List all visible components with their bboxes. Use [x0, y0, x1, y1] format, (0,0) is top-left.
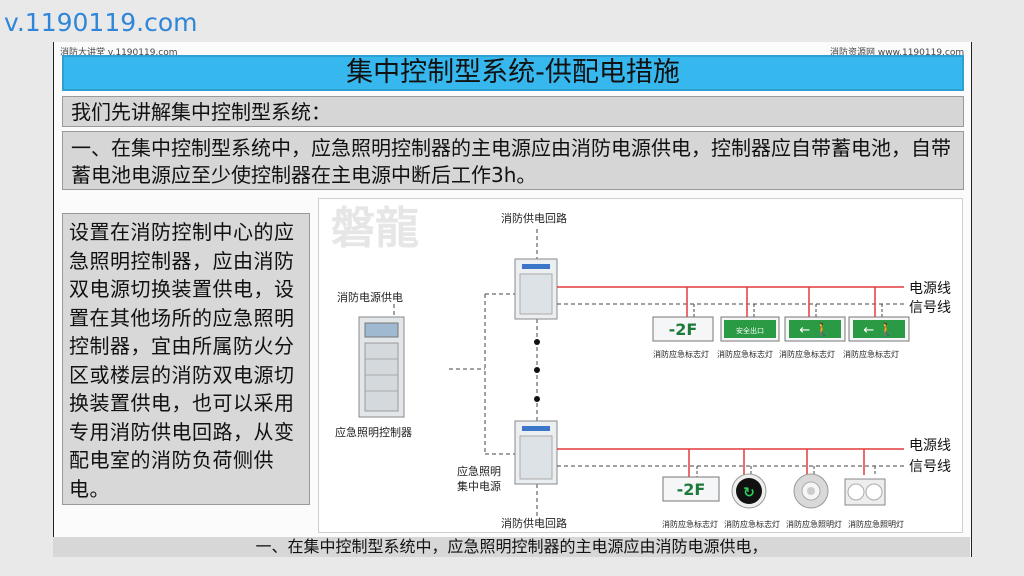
fixture-label: 消防应急标志灯 [717, 350, 773, 359]
twin-spot-light [844, 478, 886, 506]
title-bar: 集中控制型系统-供配电措施 [62, 55, 964, 91]
top-floor-sign: -2F [652, 316, 714, 342]
fixture-label: 消防应急标志灯 [653, 350, 709, 359]
left-arrow-icon: ← 🚶 [799, 322, 830, 338]
bg-logo: 磐龍 [331, 203, 419, 254]
controller-label: 应急照明控制器 [335, 426, 412, 439]
bottom-supply-label: 消防供电回路 [501, 517, 567, 530]
top-exit-sign: 安全出口 [720, 316, 780, 342]
arrow-icon: ↻ [743, 485, 755, 501]
fire-power-label: 消防电源供电 [337, 291, 403, 304]
intro-text: 我们先讲解集中控制型系统： [62, 96, 964, 127]
controller-cabinet [358, 316, 405, 418]
continuation-dot [534, 396, 540, 402]
exit-sign-text: 安全出口 [736, 326, 764, 335]
round-emergency-light [793, 473, 829, 509]
continuation-dot [534, 367, 540, 373]
round-exit-sign: ↻ [731, 473, 767, 509]
fixture-label: 消防应急照明灯 [848, 520, 904, 529]
fixture-label: 消防应急标志灯 [843, 350, 899, 359]
diagram-svg: 磐龍 [331, 203, 910, 517]
bottom-floor-sign: -2F [662, 476, 720, 502]
side-explanation: 设置在消防控制中心的应急照明控制器，应由消防双电源切换装置供电，设置在其他场所的… [62, 213, 310, 505]
fixture-label: 消防应急标志灯 [724, 520, 780, 529]
central-power-label-1: 应急照明 [457, 465, 501, 478]
header-left-note: 消防大讲堂 v.1190119.com [60, 48, 178, 58]
floor-sign-text: -2F [669, 320, 698, 339]
top-distribution-box [514, 258, 558, 320]
point-one-text: 一、在集中控制型系统中，应急照明控制器的主电源应由消防电源供电，控制器应自带蓄电… [62, 131, 964, 190]
continuation-dot [534, 339, 540, 345]
signal-line-label: 信号线 [909, 459, 951, 475]
central-power-box [514, 420, 558, 485]
slide-title: 集中控制型系统-供配电措施 [346, 57, 680, 88]
floor-sign-text: -2F [677, 480, 706, 499]
site-watermark: v.1190119.com [4, 8, 198, 37]
power-line-label: 电源线 [909, 438, 951, 454]
header-right-note: 消防资源网 www.1190119.com [830, 48, 965, 58]
central-power-label-2: 集中电源 [457, 480, 501, 493]
power-line-label: 电源线 [909, 281, 951, 297]
signal-line-label: 信号线 [909, 300, 951, 316]
left-arrow-icon: ← 🚶 [863, 322, 894, 338]
wiring-diagram: 磐龍 [318, 198, 963, 533]
fixture-label: 消防应急标志灯 [779, 350, 835, 359]
fixture-label: 消防应急照明灯 [786, 520, 842, 529]
top-supply-label: 消防供电回路 [501, 212, 567, 225]
fixture-label: 消防应急标志灯 [662, 520, 718, 529]
video-subtitle: 一、在集中控制型系统中，应急照明控制器的主电源应由消防电源供电， [53, 537, 970, 557]
top-direction-sign: ← 🚶 [784, 316, 846, 342]
top-direction-sign: ← 🚶 [848, 316, 910, 342]
